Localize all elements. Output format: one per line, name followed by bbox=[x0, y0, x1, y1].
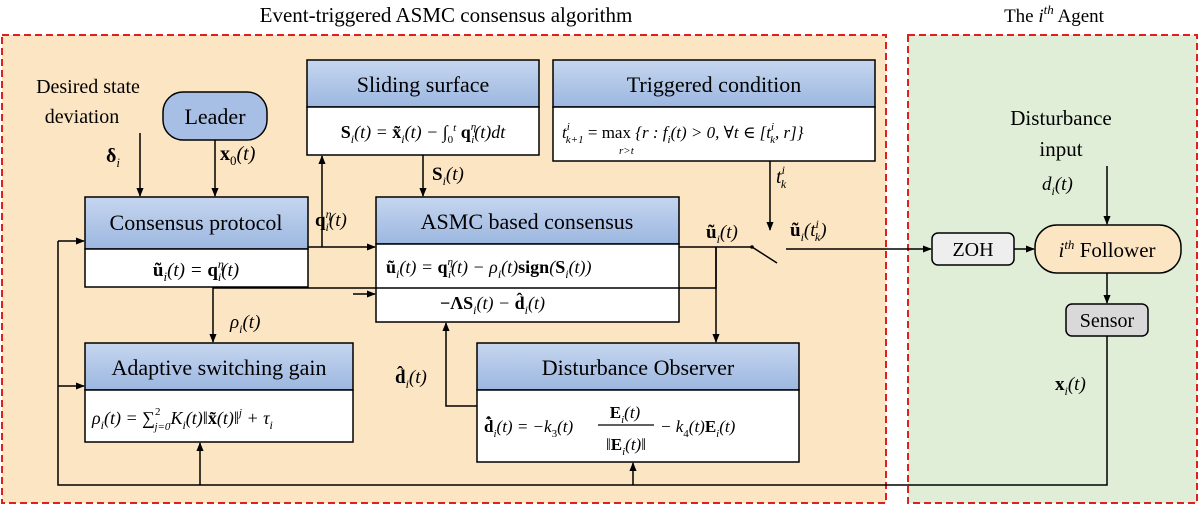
max-subscript: r>t bbox=[619, 145, 635, 157]
follower-block bbox=[1034, 224, 1182, 274]
dhat-label: d̂i(t) bbox=[395, 366, 427, 391]
triggered-condition-header bbox=[552, 59, 876, 108]
adaptive-gain-header bbox=[84, 342, 354, 391]
sliding-surface-title: Sliding surface bbox=[357, 72, 490, 97]
observer-equation: d̂̇i(t) = −k3(t) bbox=[484, 417, 573, 440]
x0-label: x0(t) bbox=[220, 143, 256, 168]
asmc-title: ASMC based consensus bbox=[421, 209, 634, 234]
consensus-protocol-body bbox=[84, 248, 309, 288]
adaptive-gain-body bbox=[84, 389, 354, 443]
observer-frac-num: Ei(t) bbox=[610, 403, 641, 426]
desired-state-label-2: deviation bbox=[45, 106, 119, 128]
observer-equation-tail: − k4(t)Ei(t) bbox=[660, 417, 736, 440]
observer-header bbox=[476, 342, 800, 391]
ui-label: ũi(t) bbox=[706, 222, 738, 246]
disturbance-input-label-2: input bbox=[1039, 137, 1082, 161]
right-panel-title: The ith Agent bbox=[1004, 2, 1105, 27]
zoh-label: ZOH bbox=[952, 239, 993, 261]
triggered-condition-body bbox=[552, 106, 876, 162]
disturbance-input-label-1: Disturbance bbox=[1010, 106, 1111, 130]
triggered-condition-title: Triggered condition bbox=[627, 72, 802, 97]
si-label: Si(t) bbox=[432, 164, 464, 188]
switch-pivot bbox=[750, 245, 754, 249]
consensus-protocol-header bbox=[84, 196, 309, 250]
di-label: di(t) bbox=[1042, 174, 1073, 198]
sliding-surface-body bbox=[306, 106, 540, 156]
asmc-equation-2: −ΛSi(t) − d̂i(t) bbox=[440, 293, 545, 317]
observer-body bbox=[476, 389, 800, 463]
asmc-body bbox=[375, 243, 680, 323]
sliding-surface-header bbox=[306, 59, 540, 108]
consensus-protocol-title: Consensus protocol bbox=[110, 210, 283, 235]
rho-label: ρi(t) bbox=[229, 312, 260, 336]
follower-label: ith Follower bbox=[1058, 237, 1155, 262]
adaptive-gain-title: Adaptive switching gain bbox=[111, 355, 326, 380]
desired-state-label-1: Desired state bbox=[36, 76, 140, 98]
asmc-header bbox=[375, 196, 680, 245]
xi-label: xi(t) bbox=[1055, 374, 1086, 398]
delta-label: δi bbox=[106, 145, 120, 170]
sensor-label: Sensor bbox=[1080, 310, 1135, 332]
leader-label: Leader bbox=[184, 104, 246, 129]
arrow-observer-to-asmc bbox=[442, 322, 477, 407]
observer-title: Disturbance Observer bbox=[542, 355, 735, 380]
line-feedback bbox=[57, 241, 1108, 486]
arrow-u-to-gain bbox=[209, 247, 717, 343]
left-panel-title: Event-triggered ASMC consensus algorithm bbox=[260, 3, 633, 27]
switch-blade bbox=[751, 246, 778, 264]
observer-frac-den: ‖Ei(t)‖ bbox=[606, 435, 646, 458]
